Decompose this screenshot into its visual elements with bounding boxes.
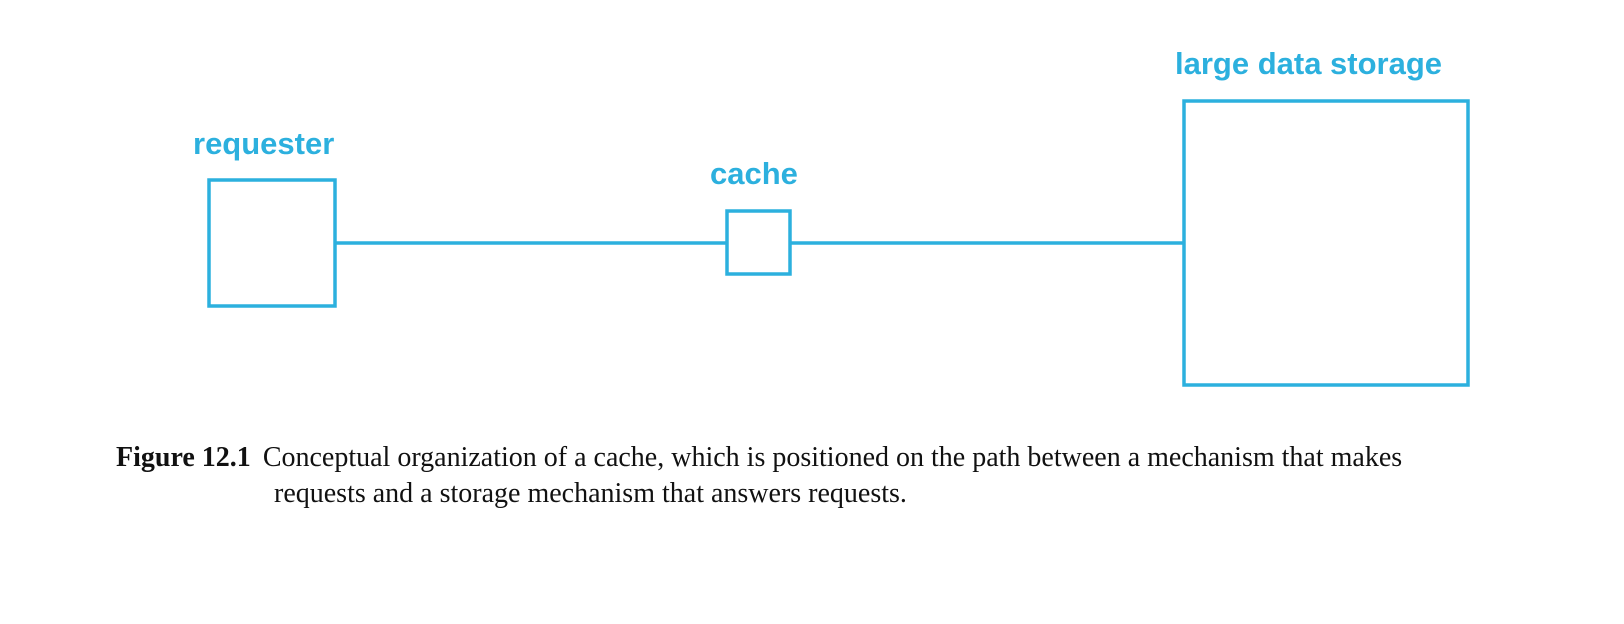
- requester-box: [207, 178, 337, 308]
- figure-caption: Figure 12.1 Conceptual organization of a…: [116, 440, 1546, 512]
- requester-label: requester: [193, 126, 335, 161]
- figure-number: Figure 12.1: [116, 442, 251, 473]
- cache-organization-diagram: requester cache large data storage: [193, 46, 1470, 387]
- cache-box: [725, 209, 792, 276]
- storage-box: [1182, 99, 1470, 387]
- caption-first-line: Figure 12.1 Conceptual organization of a…: [116, 440, 1546, 476]
- caption-text-line2: requests and a storage mechanism that an…: [274, 478, 907, 509]
- storage-label: large data storage: [1175, 46, 1443, 81]
- cache-label: cache: [710, 156, 798, 191]
- caption-text-line1: Conceptual organization of a cache, whic…: [262, 442, 1403, 473]
- diagram-canvas: [207, 99, 1470, 387]
